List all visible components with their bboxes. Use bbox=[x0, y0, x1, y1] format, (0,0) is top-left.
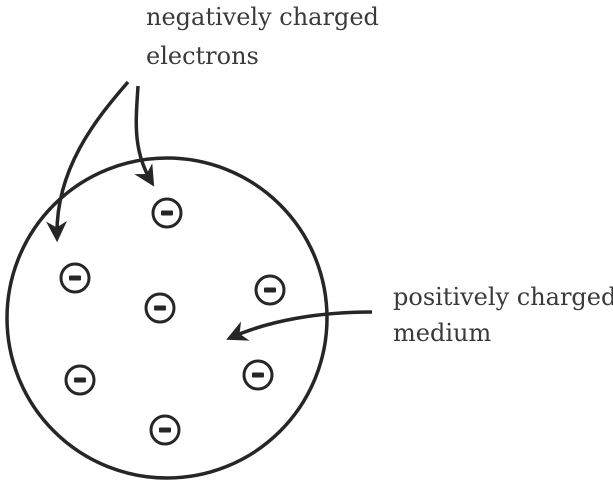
medium-label-line2: medium bbox=[393, 319, 491, 347]
electron bbox=[144, 292, 176, 324]
electrons-label-line2: electrons bbox=[146, 42, 259, 70]
positively-charged-sphere bbox=[5, 156, 329, 480]
electron bbox=[242, 359, 274, 391]
electron bbox=[59, 262, 91, 294]
electron-arrow-right bbox=[134, 85, 155, 187]
electron-arrow-left bbox=[46, 80, 130, 243]
electron bbox=[254, 274, 286, 306]
electron bbox=[64, 364, 96, 396]
medium-label-line1: positively charged bbox=[393, 283, 613, 311]
electrons-label-line1: negatively charged bbox=[146, 3, 379, 31]
electron-group bbox=[59, 197, 286, 446]
electron bbox=[151, 197, 183, 229]
electron bbox=[149, 414, 181, 446]
medium-arrow bbox=[226, 310, 373, 341]
